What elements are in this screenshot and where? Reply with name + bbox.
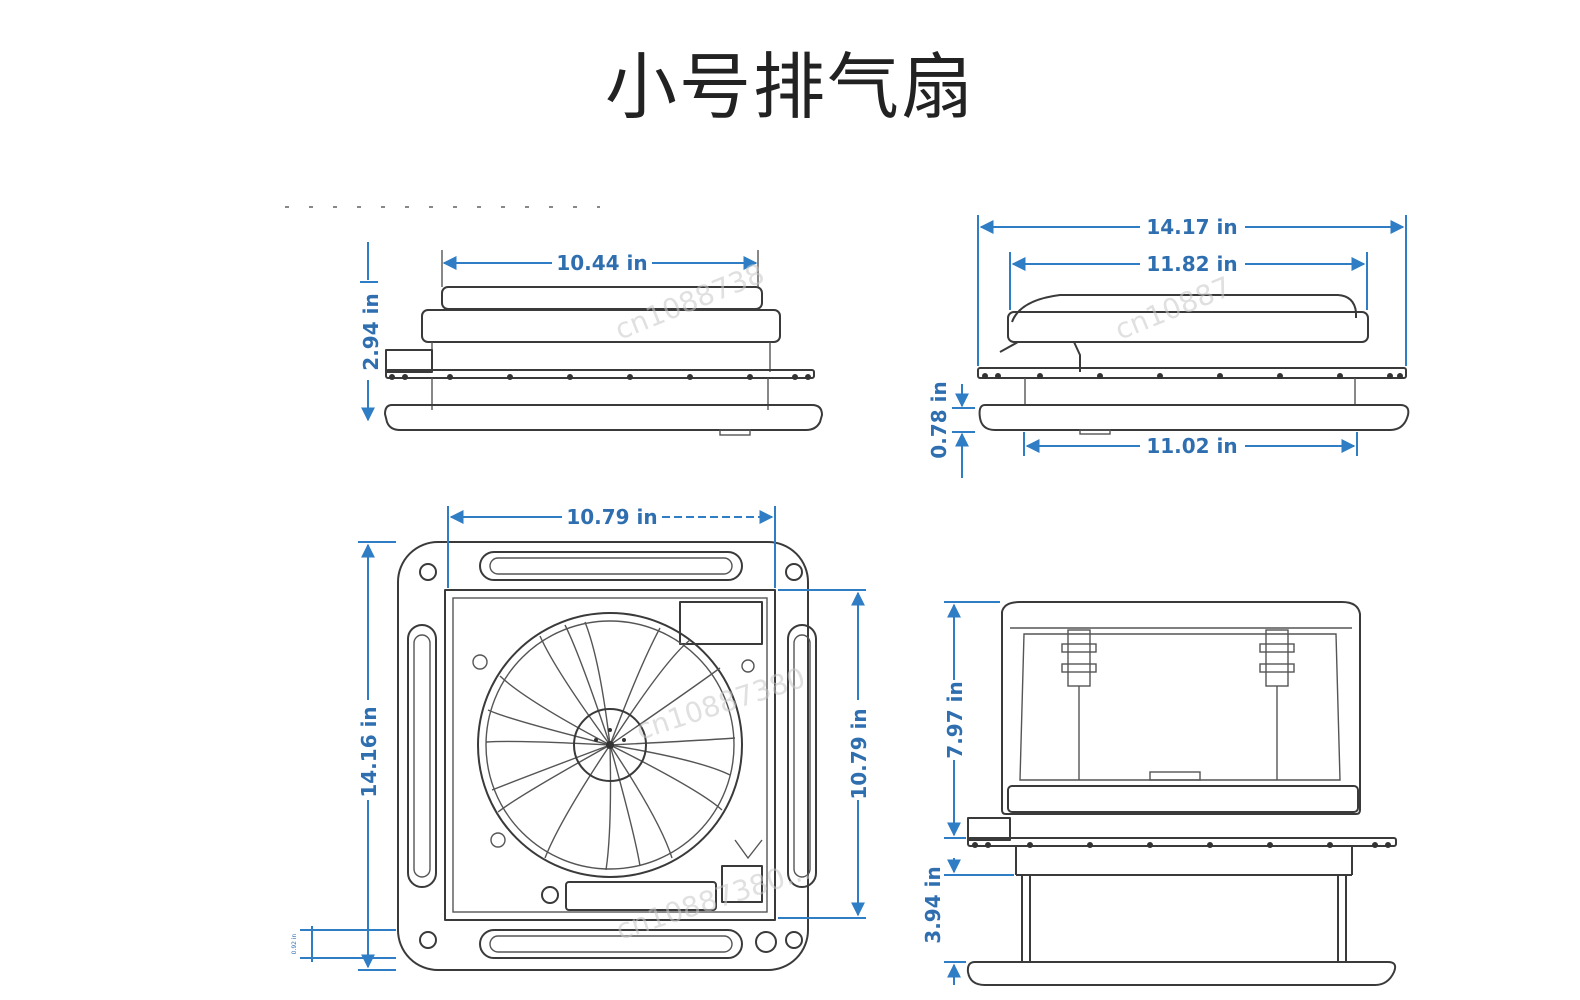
dim-label: 0.78 in	[927, 381, 951, 458]
dim-label: 14.16 in	[357, 706, 381, 797]
dim-open-height: 7.97 in	[943, 601, 1000, 839]
page-title: 小号排气扇	[604, 45, 975, 129]
dim-side-width: 10.44 in	[441, 250, 759, 287]
dim-plan-height: 14.16 in	[357, 541, 396, 971]
plan-view	[397, 541, 817, 971]
dim-label: 10.44 in	[556, 251, 647, 275]
dim-label: 14.17 in	[1146, 215, 1237, 239]
dim-right-outer: 14.17 in	[977, 215, 1407, 366]
watermark-text: cn10887	[1110, 270, 1236, 346]
side-view-right	[977, 294, 1410, 435]
dim-label: 2.94 in	[359, 293, 383, 370]
dim-label: 0.92 in	[291, 933, 298, 954]
open-side-view	[966, 601, 1397, 986]
dim-label: 3.94 in	[921, 866, 945, 943]
bolt-row	[389, 374, 811, 380]
dim-label: 11.02 in	[1146, 434, 1237, 458]
dim-right-inner: 11.82 in	[1009, 252, 1368, 310]
dim-plan-width: 10.79 in	[447, 505, 776, 588]
dim-base-height: 3.94 in	[921, 858, 1014, 985]
dim-label: 7.97 in	[943, 681, 967, 758]
dim-right-flange: 0.78 in	[927, 381, 975, 478]
dim-label: 11.82 in	[1146, 252, 1237, 276]
dim-side-height: 2.94 in	[359, 242, 383, 422]
dim-label: 10.79 in	[566, 505, 657, 529]
dim-plan-inner-height: 10.79 in	[778, 589, 871, 919]
fan-icon	[477, 612, 743, 878]
watermark-text: cn10887380...	[612, 853, 815, 947]
side-view-left	[384, 286, 823, 436]
dim-plan-small: 0.92 in	[291, 926, 396, 962]
dim-right-bottom: 11.02 in	[1023, 432, 1358, 458]
dim-label: 10.79 in	[847, 708, 871, 799]
